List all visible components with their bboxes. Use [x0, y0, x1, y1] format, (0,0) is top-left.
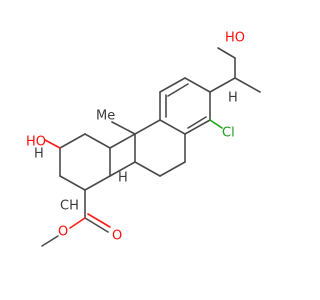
methyl-text-label: CH — [60, 199, 79, 214]
hydroxyl-top-label: HO — [225, 31, 245, 46]
hydrogen-ring-a-label: H — [34, 147, 44, 162]
hydrogen-ring-b-label: H — [118, 171, 128, 186]
hydrogen-chain-label: H — [228, 91, 238, 106]
atom-labels: HO HO Cl Me O O H H H CH — [26, 31, 245, 244]
bond-skeleton — [41, 47, 261, 247]
ester-ether-oxygen-label: O — [58, 225, 68, 240]
chlorine-label: Cl — [222, 126, 235, 141]
ester-carbonyl-oxygen-label: O — [112, 229, 122, 244]
molecule-structure-diagram: HO HO Cl Me O O H H H CH — [26, 31, 261, 247]
hydroxyl-left-label: HO — [26, 135, 46, 150]
methyl-label: Me — [96, 109, 115, 124]
